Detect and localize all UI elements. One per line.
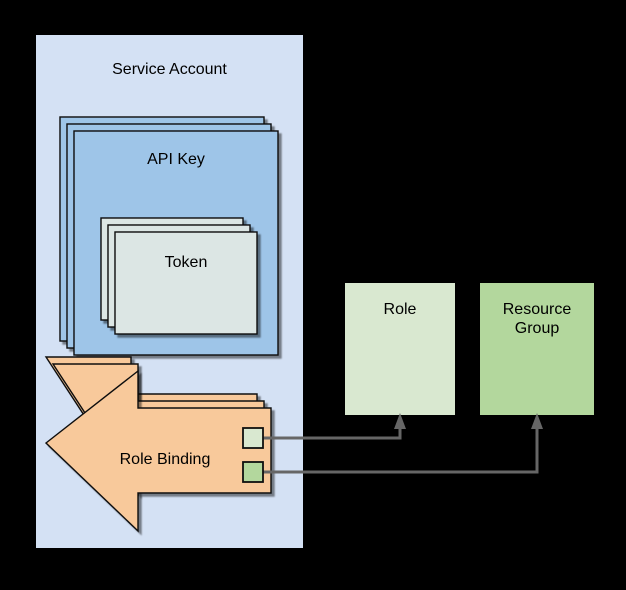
resource-group-box[interactable] (480, 283, 594, 415)
resource-group-port[interactable] (242, 461, 264, 483)
connector-resource-group-line (263, 424, 539, 474)
connector-role-arrowhead (394, 413, 406, 429)
connector-resource-group-arrowhead (531, 413, 543, 429)
role-box[interactable] (345, 283, 455, 415)
token-stack[interactable] (100, 217, 258, 335)
connector-role-binding-to-resource-group (263, 413, 543, 474)
role-port[interactable] (242, 427, 264, 449)
token-layer-front[interactable] (114, 231, 258, 335)
role-binding-stack[interactable] (44, 356, 272, 533)
role-binding-layer-front[interactable] (44, 369, 272, 533)
connector-role-binding-to-role (263, 413, 406, 440)
